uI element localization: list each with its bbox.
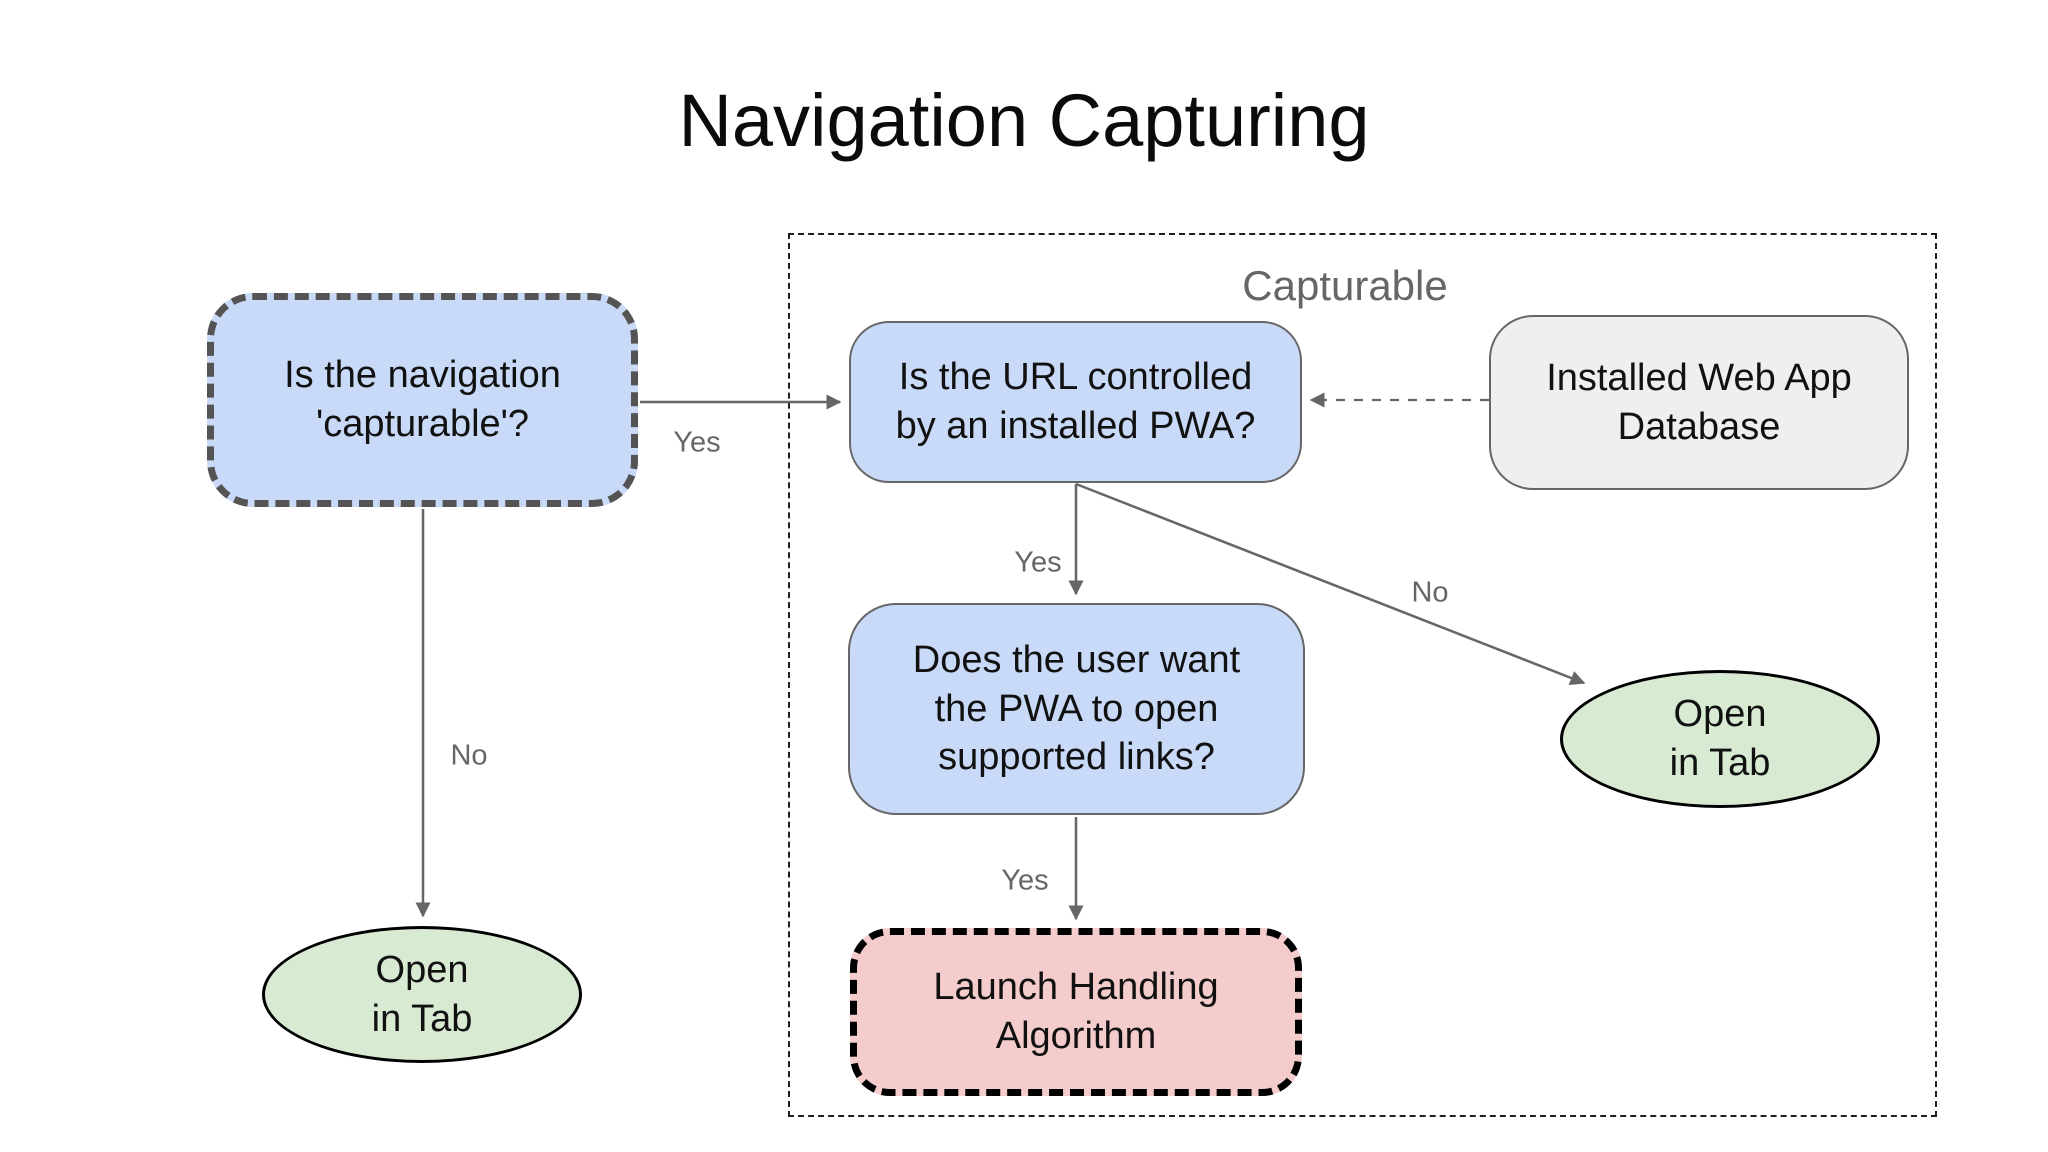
diagram-title: Navigation Capturing (678, 79, 1370, 162)
edge-label-nav-yes: Yes (673, 426, 721, 459)
edge-label-nav-no: No (450, 739, 488, 772)
edge-label-user-yes: Yes (1001, 864, 1049, 897)
node-is-navigation-capturable: Is the navigation 'capturable'? (207, 293, 638, 507)
node-launch-handling-algorithm: Launch Handling Algorithm (850, 928, 1302, 1096)
node-installed-web-app-database: Installed Web App Database (1489, 315, 1909, 490)
node-open-in-tab-left: Open in Tab (262, 926, 582, 1063)
capturable-group-box (788, 233, 1937, 1117)
edge-label-url-yes: Yes (1014, 546, 1062, 579)
node-user-wants-supported-links: Does the user want the PWA to open suppo… (848, 603, 1305, 815)
capturable-group-label: Capturable (1242, 262, 1448, 309)
node-is-url-controlled-by-pwa: Is the URL controlled by an installed PW… (849, 321, 1302, 483)
node-open-in-tab-right: Open in Tab (1560, 670, 1880, 808)
edge-label-url-no: No (1411, 576, 1449, 609)
